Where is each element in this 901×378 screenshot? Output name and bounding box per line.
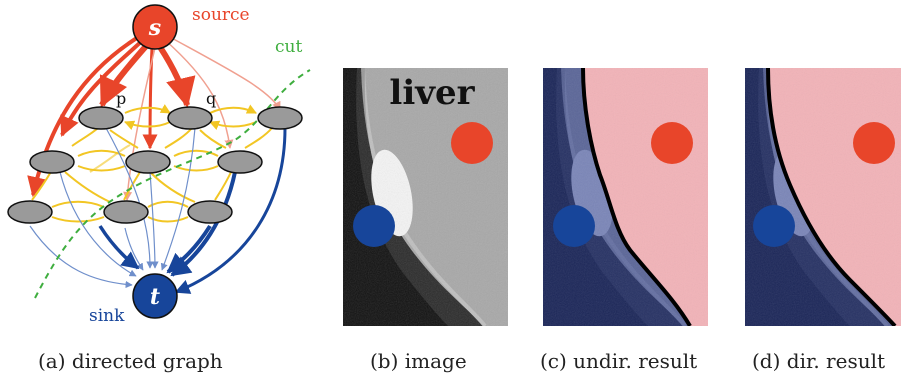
source-seed (853, 122, 895, 164)
liver-label: liver (389, 73, 475, 113)
graph-node (30, 151, 74, 173)
graph-node (104, 201, 148, 223)
cut-curve (35, 70, 310, 298)
caption-a: (a) directed graph (38, 349, 223, 373)
label-p: p (116, 89, 126, 108)
label-q: q (206, 89, 216, 108)
source-node-letter: s (148, 15, 161, 41)
panel-undirected-result (543, 68, 708, 326)
panel-image: liver (343, 68, 508, 326)
caption-c: (c) undir. result (540, 349, 697, 373)
graph-nodes (8, 107, 302, 223)
graph-node (218, 151, 262, 173)
graph-node (188, 201, 232, 223)
caption-b: (b) image (370, 349, 467, 373)
node-q (168, 107, 212, 129)
caption-d: (d) dir. result (752, 349, 885, 373)
graph-node (8, 201, 52, 223)
sink-seed (553, 205, 595, 247)
panel-directed-result (745, 68, 901, 326)
source-seed (651, 122, 693, 164)
node-p (79, 107, 123, 129)
sink-label: sink (89, 306, 125, 326)
graph-node (258, 107, 302, 129)
sink-node-letter: t (150, 284, 160, 310)
source-label: source (192, 5, 250, 25)
sink-seed (753, 205, 795, 247)
source-seed (451, 122, 493, 164)
sink-seed (353, 205, 395, 247)
graph-node (126, 151, 170, 173)
directed-graph: s t source sink cut p q (8, 5, 310, 326)
cut-label: cut (275, 37, 302, 57)
